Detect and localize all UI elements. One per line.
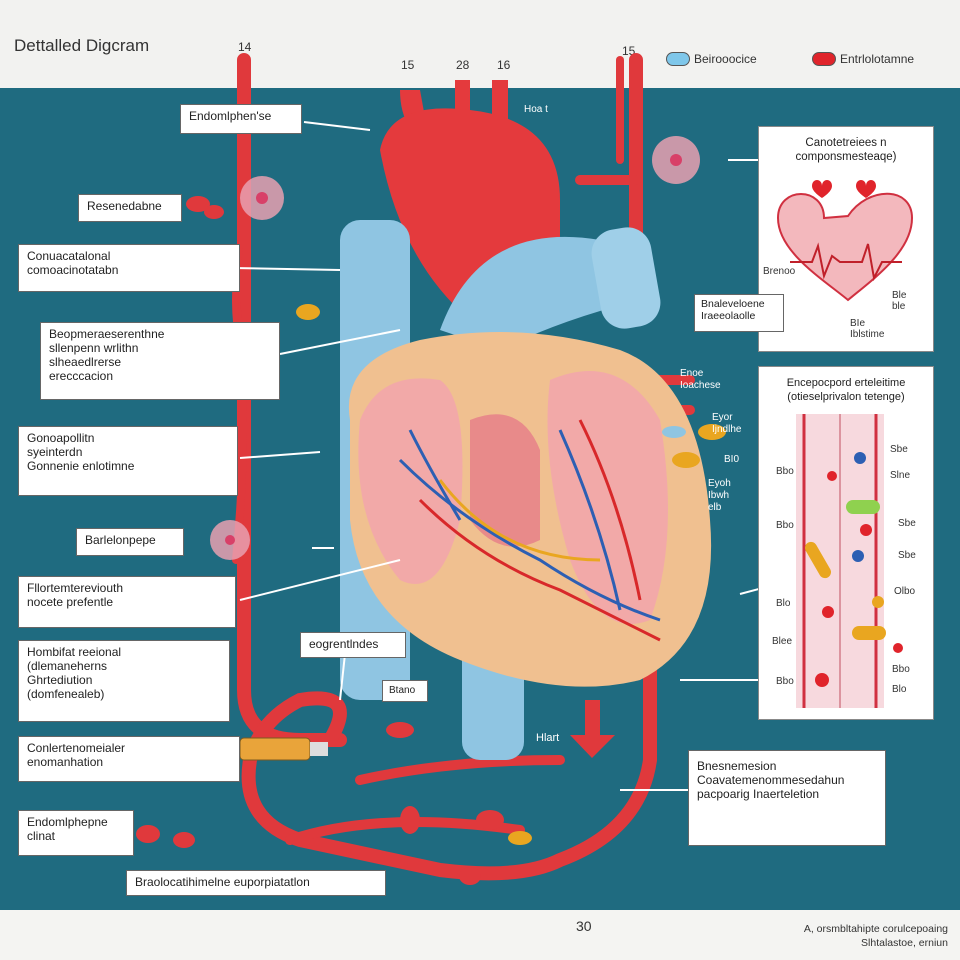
label-box: Endomlphen'se (180, 104, 302, 134)
heart-label: Enoe Ioachese (680, 368, 721, 391)
header-bar (0, 0, 960, 88)
label-box: Endomlphepne clinat (18, 810, 134, 856)
panel-label: Bbo (776, 466, 794, 477)
legend-swatch-blue-icon (666, 52, 690, 66)
callout-number: 16 (497, 58, 511, 72)
small-label-box: Btano (382, 680, 428, 702)
legend-label: Entrlolotamne (840, 52, 915, 66)
label-box: Barlelonpepe (76, 528, 184, 556)
panel-label: Blo (892, 684, 907, 695)
heart-label: Eyor Ijndlhe (712, 412, 742, 435)
panel-label: Sbe (898, 550, 916, 561)
panel-label: Sbe (898, 518, 916, 529)
footer-number: 30 (576, 918, 592, 934)
callout-number: 28 (456, 58, 470, 72)
callout-number: 14 (238, 40, 252, 54)
label-box: Gonoapollitn syeinterdn Gonnenie enlotim… (18, 426, 238, 496)
footer-bar (0, 910, 960, 960)
panel-label: Bbo (776, 676, 794, 687)
panel-title: Canotetreiees n componsmesteaqe) (795, 137, 897, 163)
legend-item-artery: Entrlolotamne (812, 52, 914, 66)
arrow-down-icon (570, 700, 615, 758)
label-box: Beopmeraeserenthne sllenpenn wrlithn slh… (40, 322, 280, 400)
panel-label: Ble ble (892, 290, 907, 312)
label-box: Resenedabne (78, 194, 182, 222)
legend-swatch-red-icon (812, 52, 836, 66)
page-title: Dettalled Digcram (14, 36, 150, 55)
callout-number: 15 (401, 58, 415, 72)
lower-artery-loop (241, 553, 657, 881)
panel-title: Encepocpord erteleitime (otieselprivalon… (786, 377, 906, 403)
heart-label: BI0 (724, 454, 740, 465)
heart-label: Eyoh Ibwh elb (708, 478, 731, 513)
credit-text: A, orsmbltahipte corulcepoaing Slhtalast… (803, 923, 948, 949)
panel-label: Bnaleveloene Iraeeolaolle (694, 294, 784, 332)
panel-label: BIe Iblstime (850, 318, 885, 340)
label-box: Fllortemtereviouth nocete prefentle (18, 576, 236, 628)
panel-label: Slne (890, 470, 911, 481)
label-box: Conlertenomeialer enomanhation (18, 736, 240, 782)
panel-label: Blee (772, 636, 793, 647)
panel-label: Sbe (890, 444, 908, 455)
center-label-box: eogrentlndes (300, 632, 406, 658)
label-box: Conuacatalonal comoacinotatabn (18, 244, 240, 292)
label-box: Hombifat reeional (dlemaneherns Ghrtediu… (18, 640, 230, 722)
explanation-box: Bnesnemesion Coavatemenommesedahun pacpo… (688, 750, 886, 846)
heart-label: Hoa t (524, 104, 548, 115)
bottom-label-box: Braolocatihimelne euporpiatatlon (126, 870, 386, 896)
heart-note-label: Hlart (536, 732, 560, 744)
panel-label: Bbo (892, 664, 910, 675)
legend-label: Beirooocice (694, 52, 757, 66)
panel-label: Blo (776, 598, 791, 609)
panel-label: Bbo (776, 520, 794, 531)
panel-label: Olbo (894, 586, 916, 597)
panel-label: Brenoo (763, 266, 796, 277)
legend-item-vein: Beirooocice (666, 52, 757, 66)
